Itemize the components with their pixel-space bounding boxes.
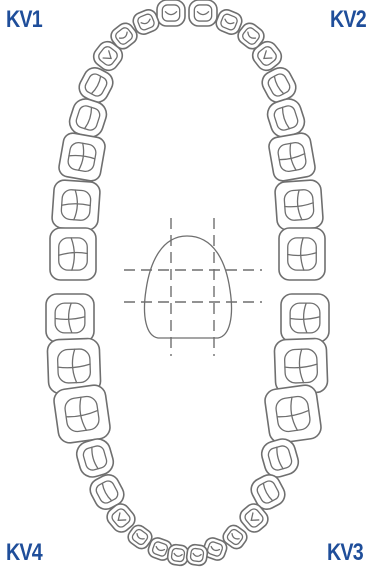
lower-tooth bbox=[46, 294, 94, 342]
upper-tooth bbox=[267, 132, 316, 183]
lower-tooth bbox=[52, 384, 111, 445]
upper-tooth bbox=[279, 228, 325, 280]
upper-tooth bbox=[57, 132, 106, 183]
quadrant-label-kv4: KV4 bbox=[6, 541, 42, 565]
upper-tooth bbox=[50, 228, 96, 280]
center-tooth-template bbox=[124, 218, 262, 356]
lower-tooth bbox=[281, 294, 329, 342]
teeth-group bbox=[46, 0, 329, 566]
upper-tooth bbox=[189, 0, 217, 26]
center-tooth-outline bbox=[145, 236, 232, 338]
lower-tooth bbox=[259, 436, 302, 480]
upper-tooth bbox=[51, 179, 100, 230]
quadrant-label-kv3: KV3 bbox=[327, 541, 363, 565]
lower-tooth bbox=[74, 436, 117, 480]
lower-tooth bbox=[186, 544, 209, 567]
upper-tooth bbox=[274, 179, 323, 230]
upper-tooth bbox=[157, 0, 185, 26]
quadrant-label-kv2: KV2 bbox=[330, 8, 366, 32]
lower-tooth bbox=[263, 384, 322, 445]
lower-tooth bbox=[167, 544, 190, 567]
quadrant-label-kv1: KV1 bbox=[6, 8, 42, 32]
